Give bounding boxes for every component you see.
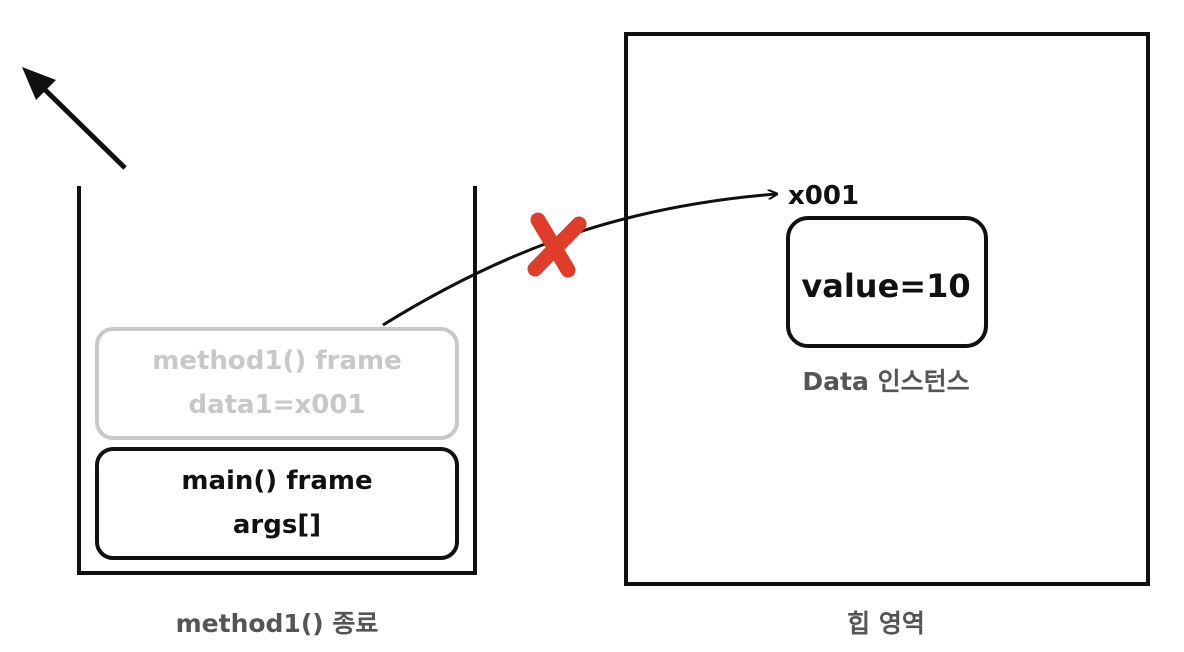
exit-arrow-icon <box>22 67 127 170</box>
method1-frame-title: method1() frame <box>152 346 401 376</box>
main-frame-title: main() frame <box>181 466 372 496</box>
broken-reference-cross-icon <box>527 212 587 278</box>
method1-frame-box <box>95 327 459 440</box>
stack-container <box>77 186 477 575</box>
main-frame-variable: args[] <box>233 510 321 540</box>
stack-caption: method1() 종료 <box>176 609 379 638</box>
instance-label: Data 인스턴스 <box>802 367 969 396</box>
data-instance-box <box>786 216 988 348</box>
heap-caption: 힙 영역 <box>847 609 925 638</box>
method1-frame-variable: data1=x001 <box>188 390 365 420</box>
instance-address: x001 <box>788 181 859 211</box>
main-frame-box <box>95 447 459 560</box>
instance-value: value=10 <box>801 267 970 305</box>
